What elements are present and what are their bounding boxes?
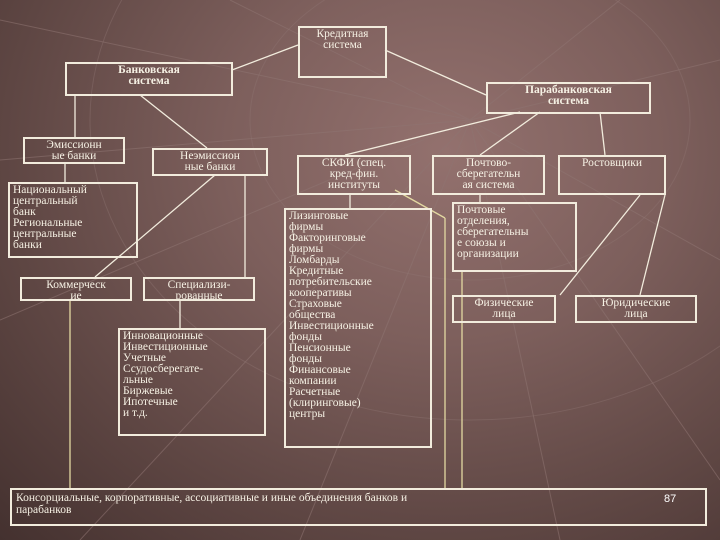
- parabanking-system-node: Парабанковская система: [486, 82, 651, 114]
- usurers-node: Ростовщики: [558, 155, 666, 195]
- credit-system-node: Кредитная система: [298, 26, 387, 78]
- postal-branches-list: Почтовые отделения, сберегательны е союз…: [452, 202, 577, 272]
- individuals-node: Физические лица: [452, 295, 556, 323]
- page-number: 87: [664, 493, 677, 505]
- central-banks-node: Национальный центральный банк Региональн…: [8, 182, 138, 258]
- postal-savings-node: Почтово- сберегательн ая система: [432, 155, 545, 195]
- commercial-banks-node: Коммерческ ие: [20, 277, 132, 301]
- banking-system-node: Банковская система: [65, 62, 233, 96]
- specialized-banks-node: Специализи- рованные: [143, 277, 255, 301]
- non-emission-banks-node: Неэмиссион ные банки: [152, 148, 268, 176]
- legal-entities-node: Юридические лица: [575, 295, 697, 323]
- skfi-node: СКФИ (спец. кред-фин. институты: [297, 155, 411, 195]
- skfi-list: Лизинговые фирмы Факторинговые фирмы Лом…: [284, 208, 432, 448]
- specialized-types-list: Инновационные Инвестиционные Учетные Ссу…: [118, 328, 266, 436]
- consortium-node: Консорциальные, корпоративные, ассоциати…: [10, 488, 707, 526]
- emission-banks-node: Эмиссионн ые банки: [23, 137, 125, 164]
